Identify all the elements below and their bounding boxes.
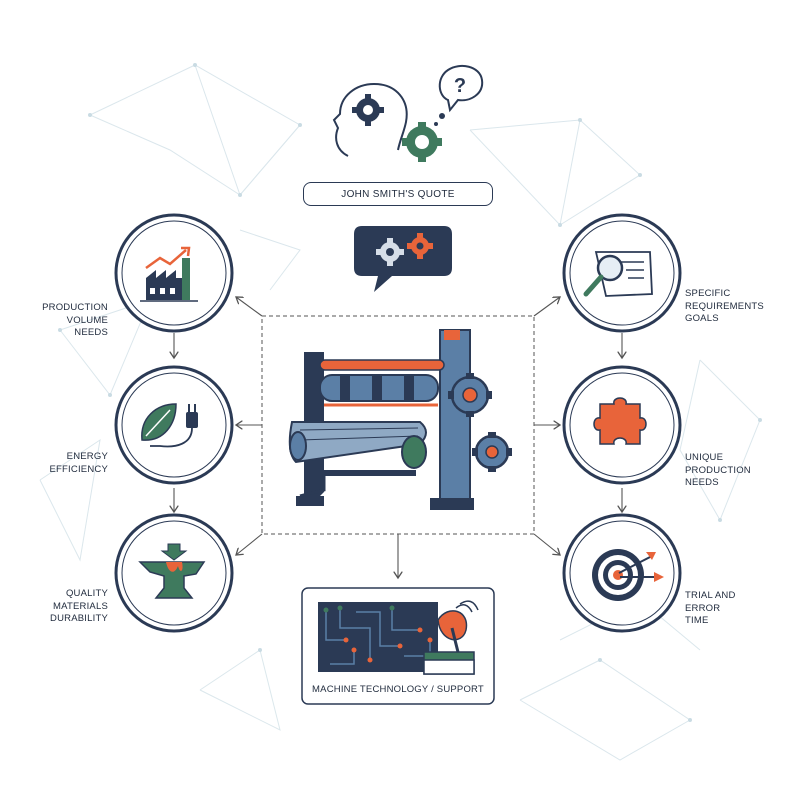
- label-line: TRIAL AND: [685, 590, 736, 601]
- factory-growth-icon: [140, 246, 198, 302]
- quote-title: JOHN SMITH'S QUOTE: [303, 182, 493, 206]
- label-machine-technology: MACHINE TECHNOLOGY / SUPPORT: [312, 684, 484, 695]
- background-network: [39, 64, 761, 761]
- label-trial: TRIAL AND ERROR TIME: [685, 590, 785, 628]
- connector-arrows: [174, 297, 622, 578]
- label-line: NEEDS: [685, 477, 719, 488]
- label-line: VOLUME: [66, 314, 108, 326]
- background-nodes: [58, 63, 762, 722]
- leaf-plug-icon: [141, 403, 198, 448]
- label-line: UNIQUE: [685, 452, 724, 463]
- target-arrows-icon: [592, 549, 664, 601]
- label-energy: ENERGY EFFICIENCY: [30, 451, 108, 476]
- label-line: MATERIALS: [53, 600, 108, 612]
- anvil-icon: [138, 543, 206, 599]
- label-line: QUALITY: [65, 588, 108, 599]
- puzzle-piece-icon: [593, 397, 647, 445]
- label-line: ERROR: [685, 602, 721, 614]
- label-line: GOALS: [685, 313, 719, 324]
- svg-text:?: ?: [454, 75, 466, 97]
- label-unique: UNIQUE PRODUCTION NEEDS: [685, 452, 785, 490]
- label-requirements: SPECIFIC REQUIREMENTS GOALS: [685, 288, 785, 326]
- label-line: SPECIFIC: [685, 288, 731, 299]
- label-line: PRODUCTION: [42, 302, 108, 313]
- label-line: NEEDS: [74, 327, 108, 338]
- label-line: DURABILITY: [50, 613, 108, 624]
- label-line: TIME: [685, 615, 709, 626]
- label-line: PRODUCTION: [685, 464, 751, 476]
- label-production: PRODUCTION VOLUME NEEDS: [30, 302, 108, 340]
- node-circle-energy: [114, 365, 234, 485]
- head-gears-question-icon: ?: [332, 64, 484, 162]
- label-line: EFFICIENCY: [49, 463, 108, 475]
- document-magnifier-icon: [583, 251, 653, 297]
- roller-machine-icon: [288, 329, 512, 510]
- circuit-satellite-icon: [318, 600, 479, 675]
- label-line: ENERGY: [66, 451, 108, 462]
- speech-bubble-gears-icon: [354, 226, 452, 292]
- label-line: REQUIREMENTS: [685, 300, 764, 312]
- label-quality: QUALITY MATERIALS DURABILITY: [30, 588, 108, 626]
